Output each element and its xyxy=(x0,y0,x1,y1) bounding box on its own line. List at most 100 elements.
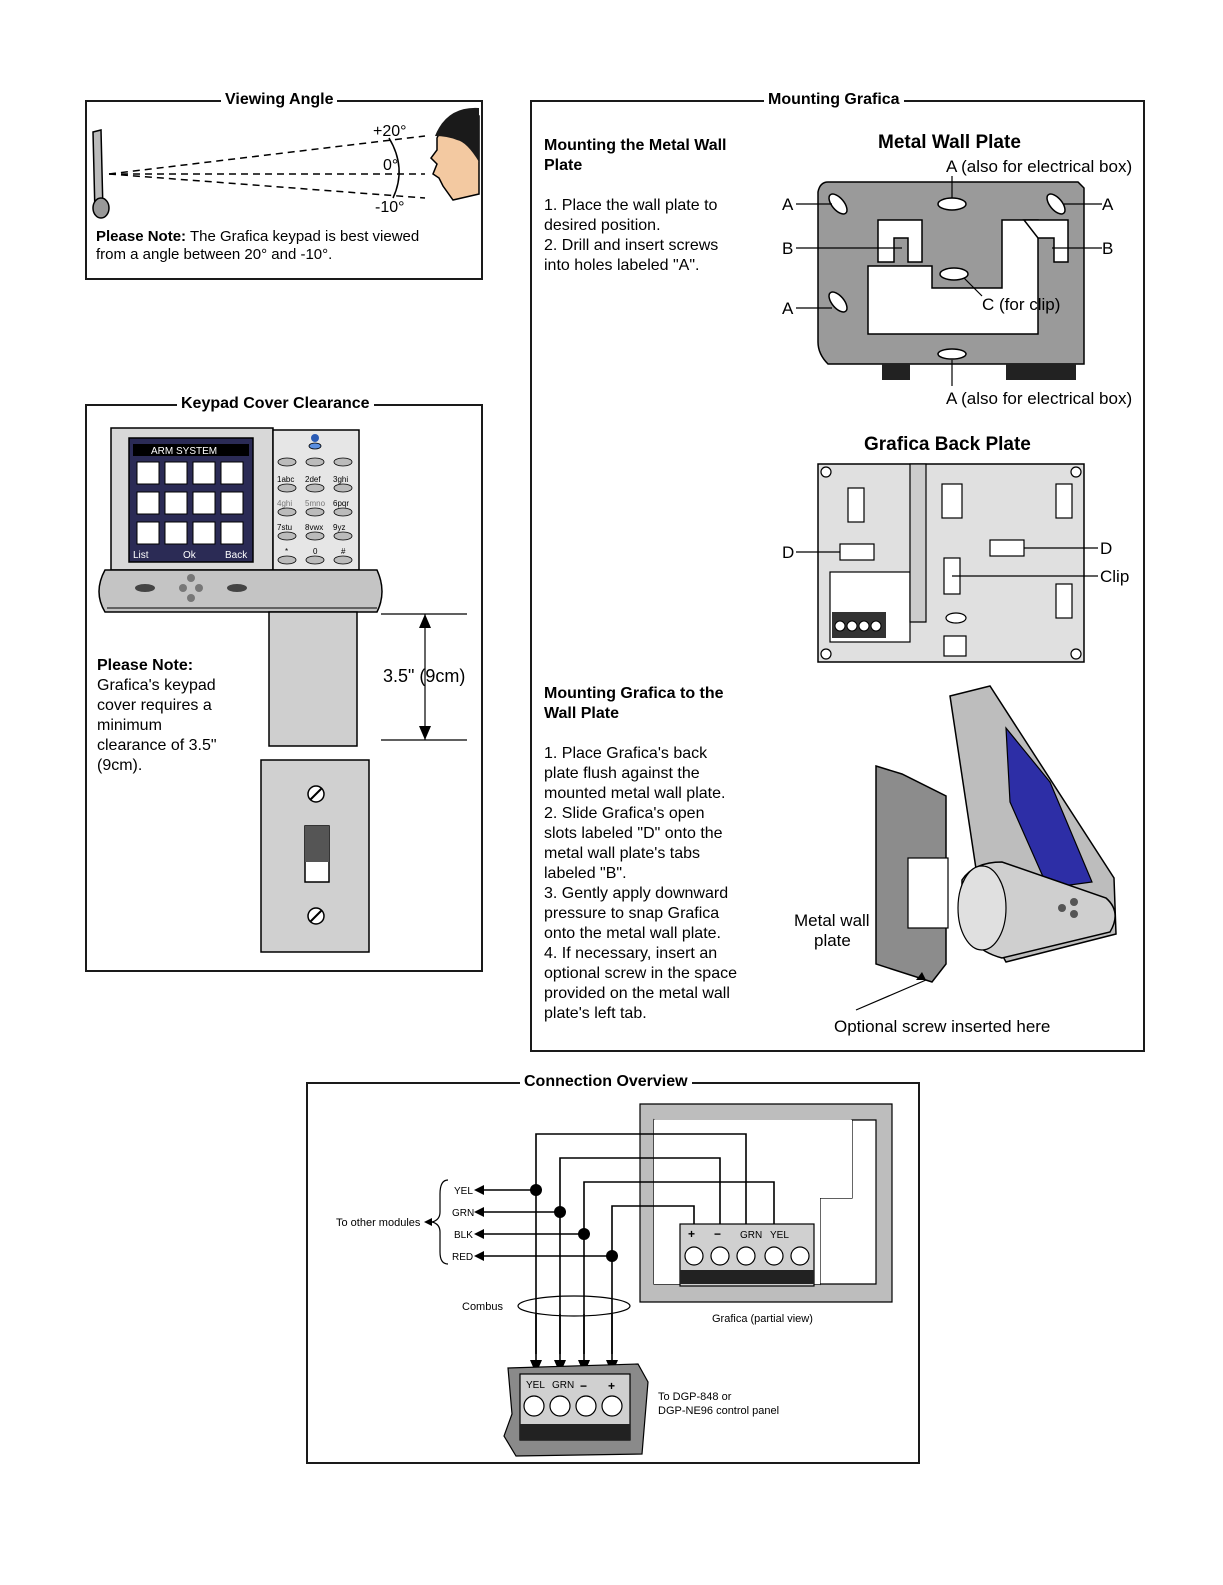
key-hash: # xyxy=(341,547,346,556)
grafica-heading-2: Wall Plate xyxy=(544,705,619,722)
grafica-term-plus: + xyxy=(688,1227,695,1241)
viewing-note-label: Please Note: xyxy=(96,228,187,245)
label-a-top: A (also for electrical box) xyxy=(946,157,1132,176)
keypad-note-line5: (9cm). xyxy=(97,757,143,774)
angle-zero: 0° xyxy=(383,157,398,174)
wire-yel: YEL xyxy=(454,1186,473,1197)
combus-label: Combus xyxy=(462,1301,503,1313)
viewing-note-text2: from a angle between 20° and -10°. xyxy=(96,246,333,263)
grafica-term-minus: − xyxy=(714,1227,721,1241)
keypad-cover-title: Keypad Cover Clearance xyxy=(177,394,374,414)
grafica-step-line: plate flush against the xyxy=(544,765,700,782)
keypad-note-line4: clearance of 3.5" xyxy=(97,737,217,754)
label-b-right: B xyxy=(1102,239,1113,258)
screen-footer-ok: Ok xyxy=(183,550,197,561)
mounting-panel: Mounting Grafica Mounting the Metal Wall… xyxy=(530,90,1145,1052)
metal-step-2b: into holes labeled "A". xyxy=(544,257,700,274)
panel-label-2: DGP-NE96 control panel xyxy=(658,1405,779,1417)
screen-footer-list: List xyxy=(133,550,149,561)
grafica-step-line: slots labeled "D" onto the xyxy=(544,825,723,842)
viewer-face-icon xyxy=(430,107,480,201)
viewing-angle-diagram: +20° 0° -10° xyxy=(92,107,480,219)
key-5: 5mno xyxy=(305,499,326,508)
key-8: 8vwx xyxy=(305,523,323,532)
metal-wall-label-2: plate xyxy=(814,931,851,950)
viewing-angle-title: Viewing Angle xyxy=(221,90,338,110)
grafica-term-grn: GRN xyxy=(740,1230,762,1241)
viewing-angle-panel: Viewing Angle +20° 0° -10° Please Note: … xyxy=(85,90,483,280)
label-c: C (for clip) xyxy=(982,295,1060,314)
connection-diagram: + − GRN YEL Grafica (partial view) YEL G… xyxy=(336,1103,893,1457)
key-6: 6pqr xyxy=(333,499,349,508)
label-b-left: B xyxy=(782,239,793,258)
key-2: 2def xyxy=(305,475,321,484)
label-clip: Clip xyxy=(1100,567,1129,586)
metal-step-1b: desired position. xyxy=(544,217,661,234)
keypad-note-line3: minimum xyxy=(97,717,162,734)
key-7: 7stu xyxy=(277,523,292,532)
clearance-label: 3.5" (9cm) xyxy=(383,666,465,686)
grafica-step-line: mounted metal wall plate. xyxy=(544,785,726,802)
label-a-bottom: A (also for electrical box) xyxy=(946,389,1132,408)
other-modules-label: To other modules xyxy=(336,1217,421,1229)
wire-blk: BLK xyxy=(454,1230,473,1241)
panel-term-yel: YEL xyxy=(526,1380,545,1391)
panel-term-plus: + xyxy=(608,1379,615,1393)
key-4: 4ghi xyxy=(277,499,292,508)
grafica-step-line: plate's left tab. xyxy=(544,1005,647,1022)
optional-screw-label: Optional screw inserted here xyxy=(834,1017,1050,1036)
label-a-lower: A xyxy=(782,299,794,318)
key-1: 1abc xyxy=(277,475,294,484)
screen-header: ARM SYSTEM xyxy=(151,446,217,457)
keypad-note-label: Please Note: xyxy=(97,657,194,674)
label-a-left: A xyxy=(782,195,794,214)
panel-term-minus: − xyxy=(580,1379,587,1393)
key-9: 9yz xyxy=(333,523,345,532)
panel-label-1: To DGP-848 or xyxy=(658,1391,732,1403)
key-3: 3ghi xyxy=(333,475,348,484)
combus-ellipse xyxy=(517,1295,631,1317)
angle-plus20: +20° xyxy=(373,123,407,140)
keypad-note-line1: Grafica's keypad xyxy=(97,677,216,694)
panel-term-grn: GRN xyxy=(552,1380,574,1391)
metal-heading-1: Mounting the Metal Wall xyxy=(544,137,727,154)
grafica-step-line: 4. If necessary, insert an xyxy=(544,945,718,962)
wire-red: RED xyxy=(452,1252,473,1263)
connection-panel: Connection Overview + − GRN YEL Grafica … xyxy=(306,1072,920,1464)
metal-heading-2: Plate xyxy=(544,157,583,174)
grafica-step-line: labeled "B". xyxy=(544,865,627,882)
keypad-cover xyxy=(268,611,358,747)
grafica-step-line: onto the metal wall plate. xyxy=(544,925,721,942)
grafica-step-line: pressure to snap Grafica xyxy=(544,905,720,922)
metal-step-2: 2. Drill and insert screws xyxy=(544,237,719,254)
grafica-step-line: metal wall plate's tabs xyxy=(544,845,701,862)
keypad-keys: 1abc 2def 3ghi 4ghi 5mno 6pqr 7stu 8vwx … xyxy=(277,457,353,565)
grafica-step-line: 1. Place Grafica's back xyxy=(544,745,708,762)
keypad-note-line2: cover requires a xyxy=(97,697,212,714)
label-d-left: D xyxy=(782,543,794,562)
connection-title: Connection Overview xyxy=(520,1072,692,1092)
mounting-title: Mounting Grafica xyxy=(764,90,904,110)
label-a-right: A xyxy=(1102,195,1114,214)
grafica-step-line: provided on the metal wall xyxy=(544,985,730,1002)
label-d-right: D xyxy=(1100,539,1112,558)
grafica-step-line: 2. Slide Grafica's open xyxy=(544,805,705,822)
keypad-cover-panel: Keypad Cover Clearance ARM SYSTEM List O… xyxy=(85,394,483,972)
back-plate-title: Grafica Back Plate xyxy=(864,434,1031,455)
grafica-term-yel: YEL xyxy=(770,1230,789,1241)
mounting-diagrams: Metal Wall Plate A (also for electrical … xyxy=(782,132,1132,1036)
wire-grn: GRN xyxy=(452,1208,474,1219)
key-star: * xyxy=(285,547,288,556)
grafica-heading-1: Mounting Grafica to the xyxy=(544,685,724,702)
viewing-note-text: The Grafica keypad is best viewed xyxy=(189,228,420,245)
grafica-partial-label: Grafica (partial view) xyxy=(712,1313,813,1325)
metal-wall-label-1: Metal wall xyxy=(794,911,870,930)
key-0: 0 xyxy=(313,547,318,556)
grafica-step-line: optional screw in the space xyxy=(544,965,737,982)
screen-footer-back: Back xyxy=(225,550,248,561)
angle-minus10: -10° xyxy=(375,199,405,216)
keypad-cover-diagram: ARM SYSTEM List Ok Back 1abc 2def 3ghi 4… xyxy=(98,427,467,953)
metal-plate-title: Metal Wall Plate xyxy=(878,132,1021,153)
metal-step-1: 1. Place the wall plate to xyxy=(544,197,718,214)
grafica-step-line: 3. Gently apply downward xyxy=(544,885,729,902)
